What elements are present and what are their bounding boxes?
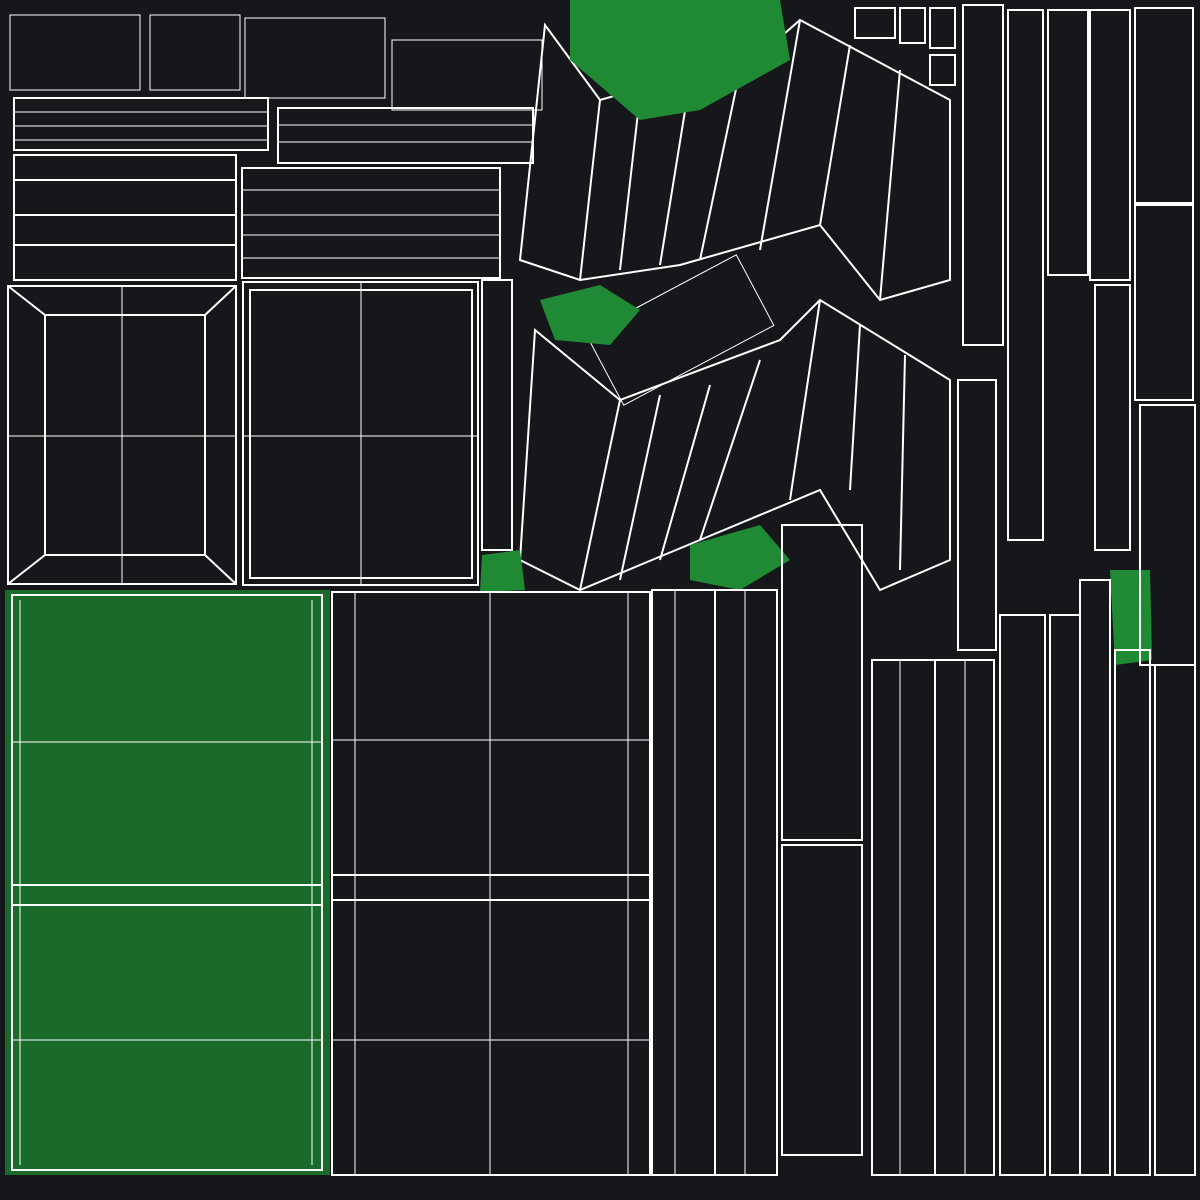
green-patches — [480, 0, 1152, 665]
right-strips — [854, 4, 1196, 1176]
panel-green — [5, 590, 330, 1175]
panel-black — [242, 281, 479, 586]
green-strip-mid — [481, 279, 513, 551]
diagonal-islands — [518, 18, 951, 592]
top-left-strips — [9, 14, 543, 281]
panel-dark-left — [7, 285, 237, 585]
middle-strips — [651, 524, 995, 1176]
panel-dark-bottom — [331, 591, 651, 1176]
